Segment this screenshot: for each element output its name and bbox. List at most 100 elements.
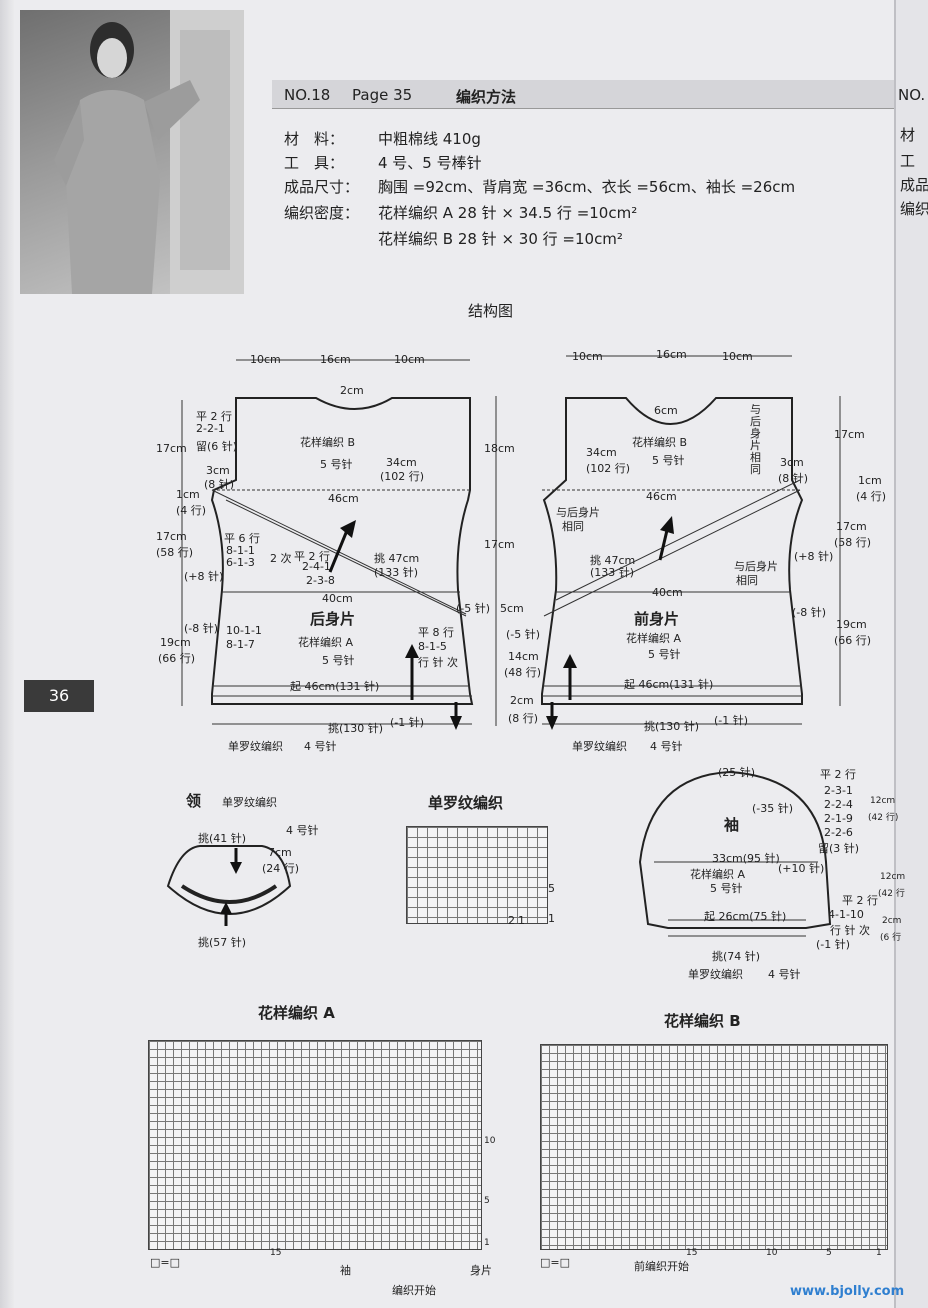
back-armhole-cm: 3cm <box>206 464 230 477</box>
header-bar <box>272 80 894 109</box>
front-lower-19: 19cm <box>836 618 867 631</box>
back-waist: 40cm <box>322 592 353 605</box>
chart-a-sleeve-marker: 袖 <box>340 1264 351 1277</box>
front-same-1b: 相同 <box>562 520 584 533</box>
facing-page-edge <box>894 0 928 1308</box>
density-a: 花样编织 A 28 针 × 34.5 行 =10cm² <box>378 204 638 222</box>
back-minus5: (-5 针) <box>456 602 491 615</box>
sleeve-shaping-6: 留(3 针) <box>818 842 860 855</box>
back-cast-on: 起 46cm(131 针) <box>290 680 380 693</box>
back-side-17: 17cm <box>156 530 187 543</box>
back-side-inc-2: 8-1-7 <box>226 638 255 651</box>
back-pick-cm: 挑 47cm <box>374 552 420 565</box>
chart-a-row-1: 1 <box>484 1238 490 1248</box>
back-pick-st: (133 针) <box>374 566 419 579</box>
sleeve-decrease: (-35 针) <box>752 802 794 815</box>
material-label: 材 料： <box>284 130 345 148</box>
material-value: 中粗棉线 410g <box>378 130 481 148</box>
front-diag-rows: (102 行) <box>586 462 631 475</box>
back-width-right: 10cm <box>394 353 425 366</box>
chart-b-col-10: 10 <box>766 1248 778 1258</box>
middle-48rows: (48 行) <box>504 666 542 679</box>
middle-8rows: (8 行) <box>508 712 539 725</box>
collar-top-pick: 挑(41 针) <box>198 832 247 845</box>
front-pick-cm: 挑 47cm <box>590 554 636 567</box>
chart-a-body-marker: 身片 <box>470 1264 492 1277</box>
middle-17cm: 17cm <box>484 538 515 551</box>
back-armhole-st: (8 针) <box>204 478 235 491</box>
front-minus5: (-5 针) <box>506 628 541 641</box>
facing-text-3: 成品 <box>900 176 928 194</box>
front-needle-5-bottom: 5 号针 <box>648 648 681 661</box>
front-piece-outline <box>541 397 804 705</box>
front-rib: 单罗纹编织 <box>572 740 627 753</box>
front-right-17: 17cm <box>834 428 865 441</box>
method-title: 编织方法 <box>456 88 517 106</box>
front-armhole-cm: 3cm <box>780 456 804 469</box>
back-center-dec-1: 平 2 行 <box>294 550 330 563</box>
front-pattern-b: 花样编织 B <box>632 436 688 449</box>
back-side-dec-2: 8-1-1 <box>226 544 255 557</box>
facing-text-1: 材 <box>900 126 916 144</box>
sleeve-plus10: (+10 针) <box>778 862 825 875</box>
back-piece-outline <box>210 397 474 705</box>
back-center-dec-2: 2-4-1 <box>302 560 331 573</box>
back-two-times: 2 次 <box>270 552 292 565</box>
sleeve-cap-height: 12cm <box>870 796 896 806</box>
chart-a-start: 编织开始 <box>392 1284 436 1297</box>
back-needle-5-bottom: 5 号针 <box>322 654 355 667</box>
sleeve-name: 袖 <box>724 816 740 834</box>
back-right-inc-1: 平 8 行 <box>418 626 454 639</box>
sleeve-width: 33cm(95 针) <box>712 852 780 865</box>
page-reference: Page 35 <box>352 86 413 104</box>
tools-label: 工 具： <box>284 154 345 172</box>
back-needle-5-top: 5 号针 <box>320 458 353 471</box>
front-right-4rows: (4 行) <box>856 490 887 503</box>
sleeve-shaping-3: 2-2-4 <box>824 798 853 811</box>
sleeve-needle-4: 4 号针 <box>768 968 801 981</box>
back-diag-rows: (102 行) <box>380 470 425 483</box>
middle-14cm: 14cm <box>508 650 539 663</box>
sleeve-cap-rows: (42 行) <box>868 813 899 823</box>
density-label: 编织密度： <box>284 204 360 222</box>
front-needle-5-top: 5 号针 <box>652 454 685 467</box>
back-neck-shaping-3: 留(6 针) <box>196 440 238 453</box>
sleeve-rib: 单罗纹编织 <box>688 968 743 981</box>
middle-2cm: 2cm <box>510 694 534 707</box>
sleeve-cuff-rows: (6 行 <box>880 933 902 943</box>
chart-a-row-5: 5 <box>484 1196 490 1206</box>
tools-value: 4 号、5 号棒针 <box>378 154 482 172</box>
back-minus1: (-1 针) <box>390 716 425 729</box>
front-pick-st: (133 针) <box>590 566 635 579</box>
back-armhole-1cm: 1cm <box>176 488 200 501</box>
back-diag-length: 34cm <box>386 456 417 469</box>
sleeve-lower-3: 行 针 次 <box>830 924 870 937</box>
chart-b-grid <box>540 1044 888 1250</box>
back-width-left: 10cm <box>250 353 281 366</box>
front-minus1: (-1 针) <box>714 714 749 727</box>
chart-b-col-5: 5 <box>826 1248 832 1258</box>
sleeve-cuff-height: 2cm <box>882 916 902 926</box>
back-side-dec-1: 平 6 行 <box>224 532 260 545</box>
chart-b-start: 前编织开始 <box>634 1260 689 1273</box>
front-right-58: (58 行) <box>834 536 872 549</box>
front-lower-66: (66 行) <box>834 634 872 647</box>
back-pattern-b: 花样编织 B <box>300 436 356 449</box>
chart-a-legend: □=□ <box>150 1256 181 1269</box>
back-center-dec-3: 2-3-8 <box>306 574 335 587</box>
back-right-inc-2: 8-1-5 <box>418 640 447 653</box>
sleeve-shaping-1: 平 2 行 <box>820 768 856 781</box>
back-side-58: (58 行) <box>156 546 194 559</box>
sleeve-lower-1: 平 2 行 <box>842 894 878 907</box>
sleeve-pick: 挑(74 针) <box>712 950 761 963</box>
back-minus8: (-8 针) <box>184 622 219 635</box>
front-piece-name: 前身片 <box>634 610 680 628</box>
rib-stitch-chart <box>406 826 548 924</box>
sleeve-needle-5: 5 号针 <box>710 882 743 895</box>
chart-a-grid <box>148 1040 482 1250</box>
front-minus8: (-8 针) <box>792 606 827 619</box>
model-photo <box>20 10 244 294</box>
collar-rib: 单罗纹编织 <box>222 796 277 809</box>
facing-text-4: 编织 <box>900 200 928 218</box>
page-number-tab: 36 <box>24 680 94 712</box>
